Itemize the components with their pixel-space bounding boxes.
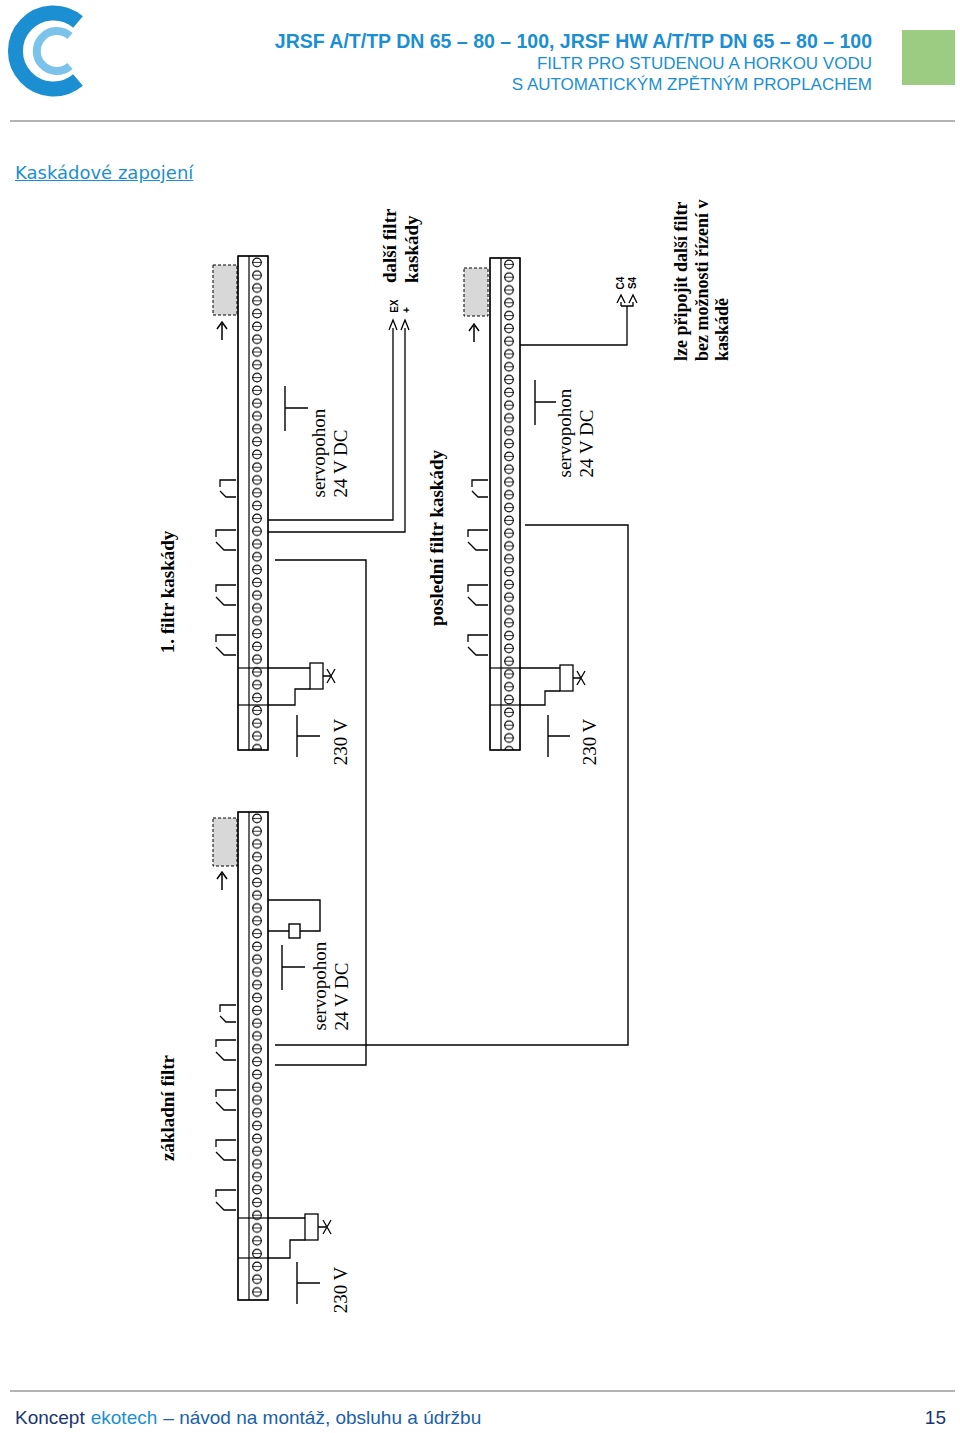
voltage-label: 230 V bbox=[579, 719, 601, 766]
control-wire bbox=[275, 525, 628, 1045]
signal-name: C4 bbox=[615, 277, 627, 290]
cascade-note: lze připojit další filtr bez možnosti ří… bbox=[671, 189, 733, 361]
servo-label: servopohon 24 V DC bbox=[554, 373, 598, 478]
block-heading: poslední filtr kaskády bbox=[426, 450, 448, 626]
header-subtitle: S AUTOMATICKÝM ZPĚTNÝM PROPLACHEM bbox=[512, 75, 872, 95]
servo-label: servopohon 24 V DC bbox=[308, 393, 352, 498]
footer-text: – návod na montáž, obsluhu a údržbu bbox=[163, 1407, 481, 1429]
relay-contacts bbox=[216, 480, 488, 1210]
block-heading: 1. filtr kaskády bbox=[157, 531, 179, 654]
company-logo bbox=[15, 13, 78, 89]
plug-connectors bbox=[213, 265, 488, 890]
footer-text: Koncept bbox=[15, 1407, 85, 1429]
controller-terminal-block: poslední filtr kaskády bbox=[420, 252, 525, 757]
controller-terminal-block: 1. filtr kaskády bbox=[150, 250, 275, 755]
section-title: Kaskádové zapojení bbox=[15, 162, 193, 183]
header-subtitle: FILTR PRO STUDENOU A HORKOU VODU bbox=[537, 54, 872, 74]
signal-name: S4 bbox=[627, 277, 639, 289]
footer-rule bbox=[10, 1390, 955, 1392]
signal-wires bbox=[268, 295, 637, 532]
signal-name: EX bbox=[389, 299, 401, 312]
voltage-label: 230 V bbox=[330, 1267, 352, 1314]
controller-terminal-block: základní filtr bbox=[150, 805, 275, 1305]
signal-name: + bbox=[401, 307, 413, 313]
header-rule bbox=[10, 120, 955, 122]
header-title: JRSF A/T/TP DN 65 – 80 – 100, JRSF HW A/… bbox=[275, 30, 872, 52]
control-wire bbox=[275, 560, 366, 1065]
next-filter-note: další filtr kaskády bbox=[379, 183, 423, 283]
supply-symbols bbox=[268, 380, 570, 1304]
block-heading: základní filtr bbox=[157, 1055, 179, 1161]
page-number: 15 bbox=[925, 1407, 946, 1429]
page-footer: Koncept ekotech– návod na montáž, obsluhu… bbox=[15, 1407, 487, 1429]
solenoid-valves bbox=[268, 663, 585, 1258]
servo-label: servopohon 24 V DC bbox=[309, 926, 353, 1031]
footer-brand: ekotech bbox=[91, 1407, 158, 1429]
corner-square bbox=[902, 30, 955, 85]
voltage-label: 230 V bbox=[330, 719, 352, 766]
terminal-strips bbox=[238, 256, 520, 1300]
